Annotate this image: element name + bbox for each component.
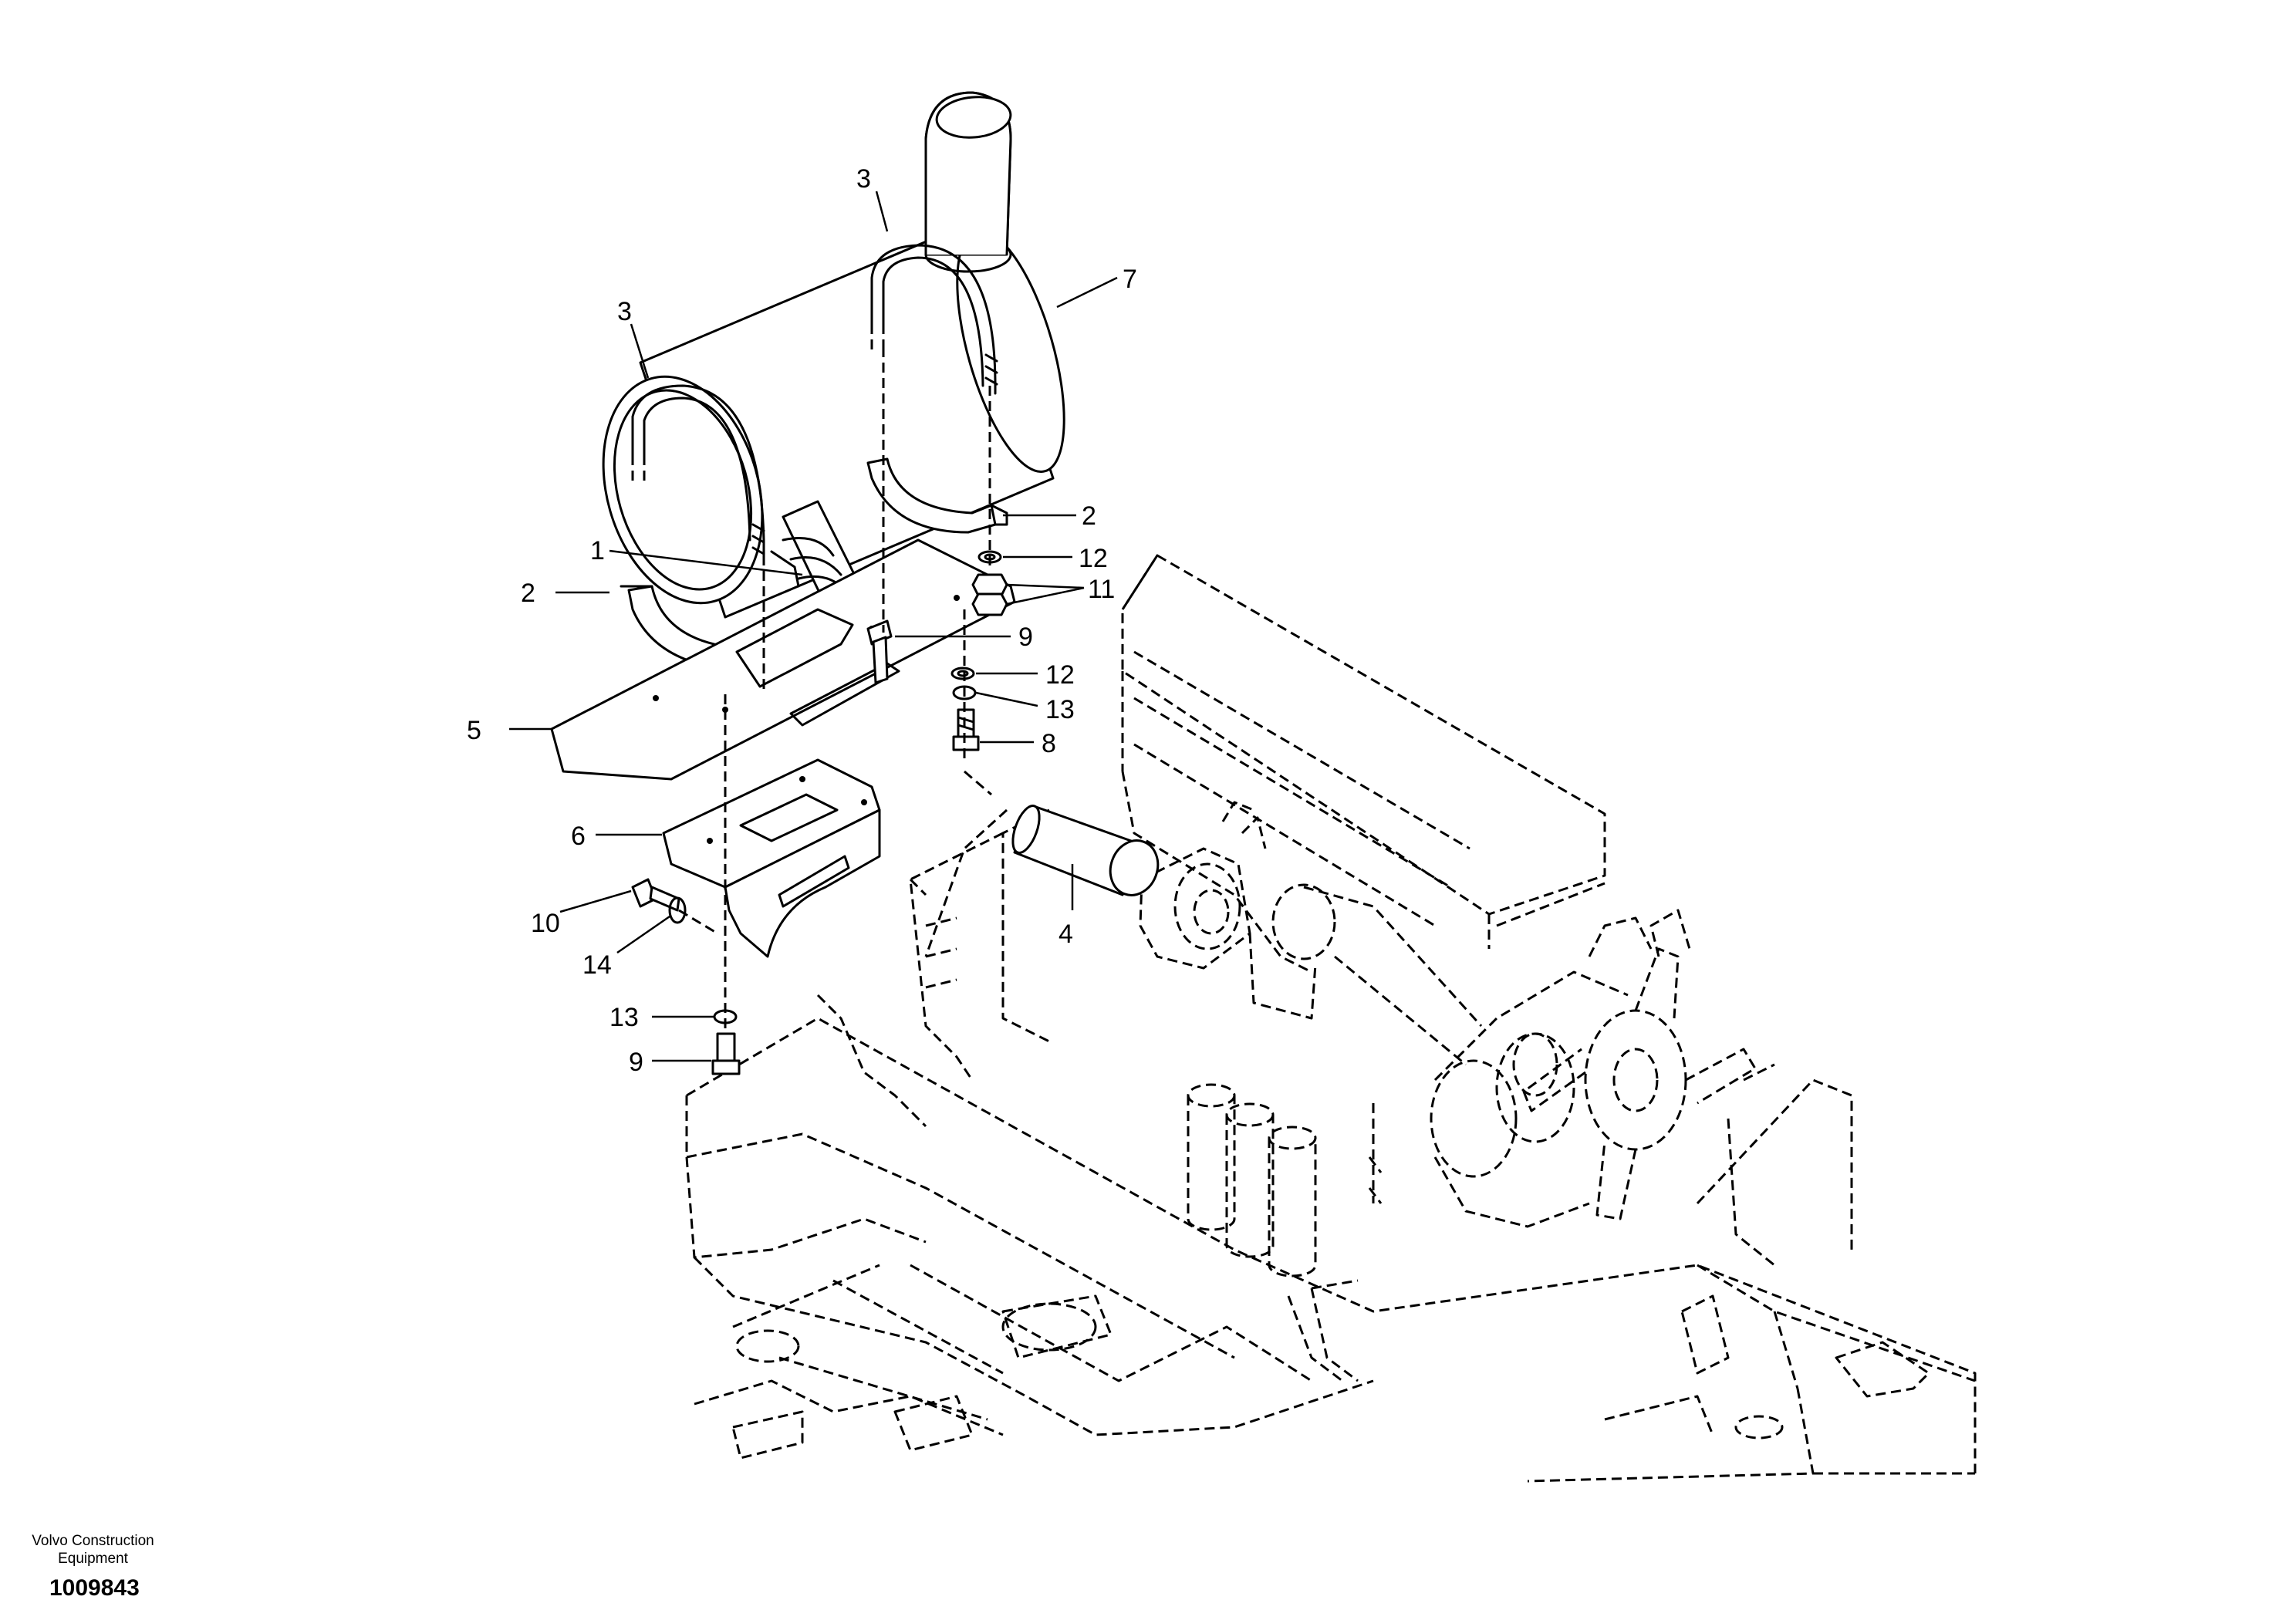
callout-2-rear: 2 [1082, 501, 1096, 531]
engine-block-outline [1121, 554, 1606, 974]
manufacturer-name: Volvo Construction Equipment [14, 1532, 172, 1568]
manufacturer-line-1: Volvo Construction [32, 1533, 154, 1549]
callout-3-front: 3 [617, 297, 632, 326]
callout-10: 10 [531, 909, 560, 938]
upper-frame-outline [816, 808, 1050, 1128]
assembly-centerlines [678, 347, 1008, 1034]
callout-11: 11 [1088, 575, 1115, 604]
tail-pipe [924, 91, 1012, 255]
exhaust-manifold-outline [1139, 801, 1483, 1066]
counterweight-frame-outline [1527, 1063, 1976, 1483]
leader-lines [509, 191, 1118, 1062]
u-bolt-front [631, 384, 765, 557]
callout-13-upper: 13 [1045, 695, 1075, 724]
callout-5: 5 [467, 716, 481, 745]
callout-9-upper: 9 [1018, 623, 1033, 652]
callout-4: 4 [1059, 920, 1073, 949]
callout-12-lower: 12 [1045, 660, 1075, 690]
callout-14: 14 [582, 950, 612, 980]
oil-filters-outline [1187, 1083, 1383, 1277]
band-clamp-rear [866, 457, 1008, 534]
callout-13-lower: 13 [609, 1003, 639, 1032]
document-number: 1009843 [49, 1575, 140, 1601]
callout-6: 6 [571, 822, 586, 851]
manufacturer-line-2: Equipment [58, 1551, 128, 1567]
callout-8: 8 [1042, 729, 1056, 758]
cooling-fan-outline [1430, 909, 1757, 1228]
callout-1: 1 [590, 536, 605, 565]
exhaust-pipe [1011, 805, 1160, 896]
callout-labels: 3 7 3 2 12 11 1 2 9 12 13 8 5 6 4 10 14 … [467, 164, 1137, 1077]
upper-structure-frame-outline [685, 1017, 1977, 1473]
callout-9-lower: 9 [629, 1048, 643, 1077]
callout-12-upper: 12 [1079, 544, 1108, 573]
callout-3-rear: 3 [856, 164, 871, 194]
support-bracket [662, 758, 881, 958]
callout-2-front: 2 [521, 579, 535, 608]
u-bolt-rear [870, 244, 998, 395]
callout-7: 7 [1123, 265, 1137, 294]
